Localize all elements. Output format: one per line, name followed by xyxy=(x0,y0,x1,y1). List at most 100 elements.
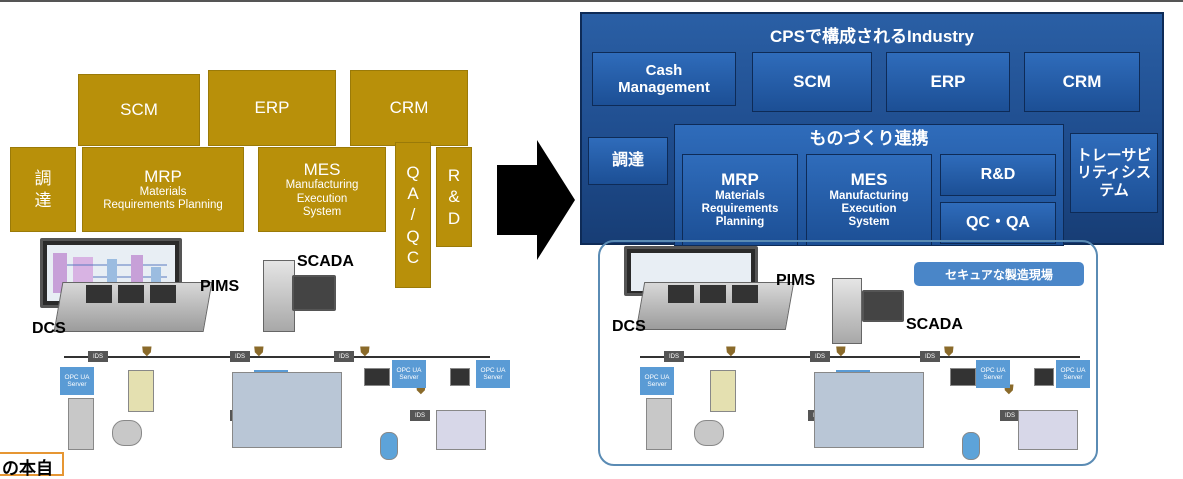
scm-box-left: SCM xyxy=(78,74,200,146)
mes-line2-right: Execution xyxy=(841,203,897,216)
scm-box-right: SCM xyxy=(752,52,872,112)
mrp-line3-right: Planning xyxy=(715,216,765,229)
rnd-char-3: D xyxy=(447,208,461,228)
opc-label: OPC UA xyxy=(396,366,422,374)
ids-tag: IDS xyxy=(810,351,830,362)
scada-monitor-right xyxy=(862,290,904,322)
shield-icon: ⛊ xyxy=(254,344,264,359)
mrp-line2: Requirements Planning xyxy=(103,199,223,212)
shield-icon: ⛊ xyxy=(836,344,846,359)
dcs-label-left: DCS xyxy=(32,320,66,337)
shield-icon: ⛊ xyxy=(360,344,370,359)
traceability-line2: リティシス xyxy=(1076,164,1152,182)
cash-line2: Management xyxy=(618,79,710,96)
crm-box-right: CRM xyxy=(1024,52,1140,112)
scada-pc-right xyxy=(832,278,862,344)
opc-label: OPC UA xyxy=(64,373,90,381)
secure-plant-frame xyxy=(598,240,1098,466)
cylinder-drum xyxy=(962,432,980,460)
mrp-line1: Materials xyxy=(139,186,187,199)
opc-label: OPC UA xyxy=(1060,366,1086,374)
mes-line3-right: System xyxy=(848,216,890,229)
cash-line1: Cash xyxy=(645,61,683,79)
ids-tag: IDS xyxy=(410,410,430,421)
robot-arm xyxy=(1018,410,1078,450)
procurement-label-right: 調達 xyxy=(611,151,644,169)
plc-rack xyxy=(450,368,470,386)
secure-site-badge: セキュアな製造現場 xyxy=(914,262,1084,286)
opc-label: OPC UA xyxy=(644,373,670,381)
scada-pc-left xyxy=(263,260,295,332)
dcs-label-right: DCS xyxy=(612,318,646,335)
procurement-box-left: 調 達 xyxy=(10,147,76,232)
monozukuri-title: ものづくり連携 xyxy=(809,129,929,148)
opc-sub: Server xyxy=(1063,374,1083,381)
traceability-box: トレーサビ リティシス テム xyxy=(1070,133,1158,213)
qcqa-box-right: QC・QA xyxy=(940,202,1056,244)
mes-box-right: MES Manufacturing Execution System xyxy=(806,154,932,246)
shield-icon: ⛊ xyxy=(726,344,736,359)
opc-sub: Server xyxy=(647,381,667,388)
mrp-title-right: MRP xyxy=(721,170,759,190)
tank-vessel xyxy=(112,420,142,446)
erp-label: ERP xyxy=(254,98,290,118)
dcs-console-screens-right xyxy=(668,285,758,303)
opc-sub: Server xyxy=(399,374,419,381)
network-line-right xyxy=(640,356,1080,358)
qaqc-char-5: C xyxy=(406,247,420,267)
network-line-left xyxy=(64,356,490,358)
erp-label-right: ERP xyxy=(930,72,966,92)
cash-management-box: Cash Management xyxy=(592,52,736,106)
plc-rack xyxy=(950,368,976,386)
robot-arm xyxy=(436,410,486,450)
ids-tag: IDS xyxy=(334,351,354,362)
plc-rack xyxy=(364,368,390,386)
crm-label-right: CRM xyxy=(1062,72,1102,92)
mes-line1-right: Manufacturing xyxy=(829,189,909,202)
traceability-line1: トレーサビ xyxy=(1076,147,1152,165)
plant-photo xyxy=(814,372,924,448)
erp-box-right: ERP xyxy=(886,52,1010,112)
opc-sub: Server xyxy=(483,374,503,381)
ids-tag: IDS xyxy=(664,351,684,362)
rnd-box-left: R & D xyxy=(436,147,472,247)
scm-label-right: SCM xyxy=(793,72,831,92)
scada-label-left: SCADA xyxy=(297,253,354,270)
opc-sub: Server xyxy=(67,381,87,388)
control-cabinet xyxy=(128,370,154,412)
mes-line3: System xyxy=(302,205,342,218)
top-rule xyxy=(0,0,1183,2)
traceability-line3: テム xyxy=(1099,181,1129,199)
opc-label: OPC UA xyxy=(480,366,506,374)
bottom-caption-box: の本自 xyxy=(0,452,64,478)
rnd-char-2: & xyxy=(448,187,460,207)
ids-tag: IDS xyxy=(920,351,940,362)
cylinder-drum xyxy=(380,432,398,460)
procurement-box-right: 調達 xyxy=(588,137,668,185)
ids-tag: IDS xyxy=(88,351,108,362)
control-cabinet xyxy=(710,370,736,412)
plant-photo xyxy=(232,372,342,448)
mes-line1: Manufacturing xyxy=(285,179,359,192)
secure-site-label: セキュアな製造現場 xyxy=(945,267,1053,282)
mes-title: MES xyxy=(303,159,341,179)
qaqc-char-4: Q xyxy=(406,226,420,246)
procurement-char-2: 達 xyxy=(34,190,52,210)
crm-box-left: CRM xyxy=(350,70,468,146)
dcs-console-screens xyxy=(86,285,176,303)
erp-box-left: ERP xyxy=(208,70,336,146)
qcqa-label-right: QC・QA xyxy=(965,213,1030,231)
transition-arrow-icon xyxy=(497,140,575,260)
rnd-box-right: R&D xyxy=(940,154,1056,196)
opc-sub: Server xyxy=(983,374,1003,381)
shield-icon: ⛊ xyxy=(142,344,152,359)
tank-vessel xyxy=(694,420,724,446)
mrp-title: MRP xyxy=(144,166,182,186)
scada-label-right: SCADA xyxy=(906,316,963,333)
qaqc-box-left: Q A / Q C xyxy=(395,142,431,288)
dcs-screen-diagram xyxy=(53,253,167,293)
